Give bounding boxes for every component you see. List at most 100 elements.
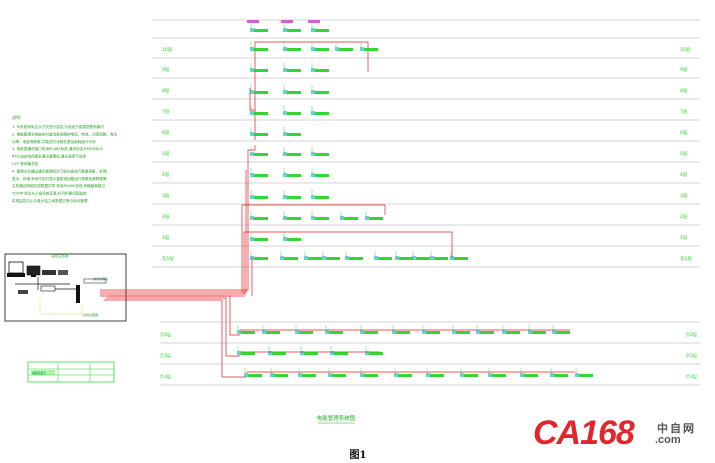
meter-node xyxy=(250,190,268,199)
meter-node xyxy=(311,211,329,220)
meter-node xyxy=(250,23,268,32)
floor-label-right: 1层 xyxy=(680,235,688,241)
meter-node xyxy=(360,368,378,377)
floor-label-right: 4层 xyxy=(680,172,688,178)
note-line: 显示、存储,系统可实时显示各配电回路运行参数及故障报警 xyxy=(12,176,107,181)
meter-node xyxy=(374,251,392,260)
floor-label-left: 1层 xyxy=(162,235,170,241)
basement-label-left: 负2层 xyxy=(160,331,171,338)
bus-wire xyxy=(247,145,256,290)
bus-wire xyxy=(108,295,240,336)
note-line: 1. 本系统采用主从方式进行监控,分站设于各楼层配电箱内 xyxy=(12,124,104,129)
meter-node xyxy=(325,325,343,334)
meter-node xyxy=(575,368,593,377)
meter-node xyxy=(283,106,301,115)
meter-node xyxy=(430,251,448,260)
meter-node xyxy=(365,211,383,220)
meter-node xyxy=(283,63,301,72)
floor-label-left: 7层 xyxy=(162,109,170,115)
floor-label-left: 9层 xyxy=(162,67,170,73)
meter-node xyxy=(280,251,298,260)
meter-node xyxy=(460,368,478,377)
system-title-text: 电能管理系统图 xyxy=(317,414,356,422)
bus-wire xyxy=(243,231,453,294)
bus-wire xyxy=(241,204,386,292)
converter-label: 通讯管理机 xyxy=(93,276,108,281)
note-line: 3. 电能表通讯接口采用RS485标准,通讯协议为MODBUS xyxy=(12,146,104,151)
meter-node xyxy=(452,325,470,334)
meter-node xyxy=(298,368,316,377)
note-line: 功率、电能等参数,并能进行远程抄表及能耗统计分析 xyxy=(12,139,96,144)
meter-node xyxy=(295,325,313,334)
bus-wire xyxy=(106,297,240,357)
basement-label-right: 负3层 xyxy=(686,352,697,359)
legend-table: 电能表型号 xyxy=(27,361,115,383)
meter-node xyxy=(392,325,410,334)
riser-tag xyxy=(281,20,293,23)
meter-node xyxy=(283,147,301,156)
meter-node xyxy=(237,325,255,334)
floor-label-left: 3层 xyxy=(162,193,170,199)
note-line: CZT 等传输总线 xyxy=(12,161,39,166)
floor-label-right: 7层 xyxy=(680,109,688,115)
meter-node xyxy=(360,325,378,334)
note-line: 2. 电能管理系统能实时监测各回路的电压、电流、功率因数、有功 xyxy=(12,131,118,136)
meter-node xyxy=(450,251,468,260)
computer-icon xyxy=(7,261,25,277)
floor-label-left: 4层 xyxy=(162,172,170,178)
meter-node xyxy=(322,251,340,260)
meter-node xyxy=(237,346,255,355)
meter-node xyxy=(340,211,358,220)
floor-label-right: 6层 xyxy=(680,130,688,136)
meter-node xyxy=(328,368,346,377)
floor-label-left: 10层 xyxy=(162,47,173,53)
bus-box-label: 总线分配器 xyxy=(83,312,98,317)
floor-label-left: 2层 xyxy=(162,214,170,220)
ups-icon xyxy=(58,270,68,275)
notes-lines: 1. 本系统采用主从方式进行监控,分站设于各楼层配电箱内 2. 电能管理系统能实时… xyxy=(11,124,118,203)
floor-label-right: 负1层 xyxy=(680,255,692,262)
basement-label-left: 负3层 xyxy=(160,373,171,380)
meter-node xyxy=(270,368,288,377)
meter-node xyxy=(283,211,301,220)
meter-node xyxy=(520,368,538,377)
monitor-icon xyxy=(26,265,41,277)
meter-node xyxy=(394,368,412,377)
meter-node xyxy=(244,368,262,377)
meter-node xyxy=(552,325,570,334)
brand-mark: CA168 xyxy=(533,414,635,452)
meter-node xyxy=(365,346,383,355)
meter-node xyxy=(250,168,268,177)
bus-wire xyxy=(249,88,255,111)
meter-node xyxy=(311,147,329,156)
note-line: 主机通过网络实现数据共享,采用RS485总线,传输距离超过 xyxy=(12,183,105,188)
note-line: TCP/IP 协议与上级系统互联,并可扩展远程监控 xyxy=(11,191,87,196)
meter-node xyxy=(488,368,506,377)
meter-node xyxy=(283,23,301,32)
meter-node xyxy=(304,251,322,260)
meter-node xyxy=(422,325,440,334)
meter-node xyxy=(550,368,568,377)
meter-node xyxy=(283,127,301,136)
printer-icon xyxy=(42,270,56,275)
meter-node xyxy=(311,190,329,199)
basement-label-right: 负2层 xyxy=(686,331,697,338)
floor-label-right: 5层 xyxy=(680,151,688,157)
brand-logo: CA168 中自网 .com xyxy=(533,414,703,452)
system-title: 电能管理系统图 xyxy=(317,414,356,424)
meter-node xyxy=(283,232,301,241)
meter-node xyxy=(250,106,268,115)
meter-node xyxy=(283,190,301,199)
meter-node xyxy=(250,42,268,51)
meter-node xyxy=(502,325,520,334)
meter-node xyxy=(250,147,268,156)
floor-label-left: 5层 xyxy=(162,151,170,157)
meter-node xyxy=(311,63,329,72)
bus-wiring xyxy=(100,41,575,378)
meter-node xyxy=(250,251,268,260)
floor-label-left: 8层 xyxy=(162,88,170,94)
floor-label-right: 10层 xyxy=(680,47,691,53)
brand-chinese: 中自网 xyxy=(657,422,696,435)
meter-node xyxy=(262,325,280,334)
